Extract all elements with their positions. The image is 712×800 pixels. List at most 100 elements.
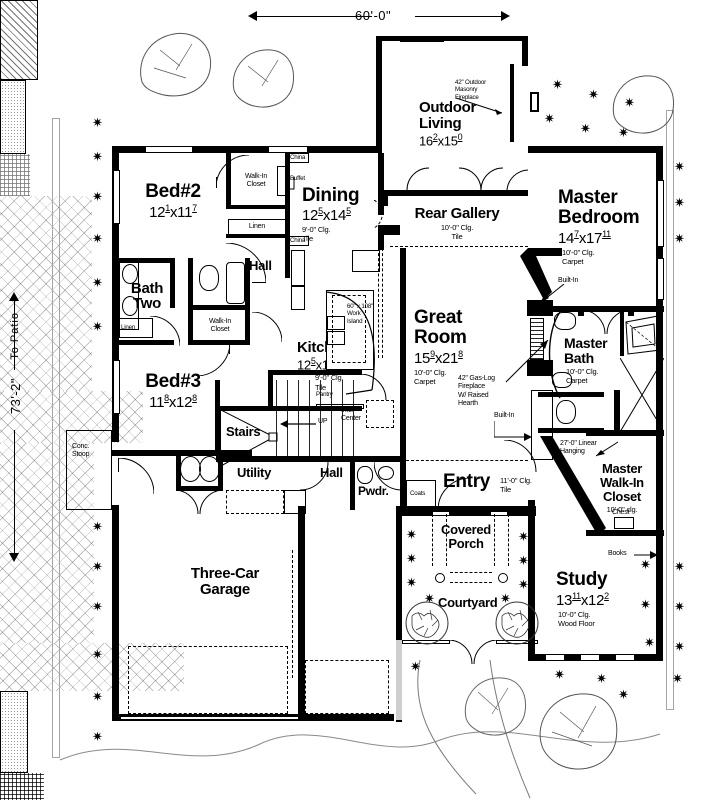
courtyard-gate [450, 640, 497, 665]
great-room-dim-a-sup: 9 [430, 349, 435, 359]
master-bedroom-sub: 10'-0" Clg. Carpet [562, 248, 639, 267]
porch-beam-h2 [450, 582, 492, 583]
bed2-dim: 121x117 [149, 203, 197, 221]
kitchen-ceiling: 9'-0" Clg. [315, 373, 344, 383]
kitchen-island-cooktop [327, 331, 345, 345]
master-bedroom-dim-a: 14 [558, 230, 575, 247]
great-room-fireplace [0, 691, 28, 773]
linen-closet-lower [119, 318, 153, 338]
great-fireplace-l3: W/ Raised [458, 391, 489, 399]
linen-upper-label: Linen [248, 223, 266, 230]
rear-gallery-door-sill-1 [408, 190, 434, 196]
shrub-icon: ✷ [544, 111, 555, 126]
room-master-bedroom: Master Bedroom 147x1711 10'-0" Clg. Carp… [558, 188, 640, 267]
bath-hall-door-swing [252, 312, 282, 342]
exterior-wall-west-upper [112, 146, 119, 442]
stairs-up-label: UP [318, 418, 328, 425]
great-room-fireplace-flue [530, 318, 544, 360]
window-south-study-1 [545, 654, 565, 661]
utility-counter [284, 490, 306, 514]
conc-stoop-label: Conc. Stoop [72, 443, 90, 460]
rear-gallery-beam-line [390, 246, 528, 247]
great-room-dim: 159x218 [414, 349, 463, 367]
shrub-icon: ✷ [92, 115, 103, 130]
garage-wall-south-2 [298, 714, 394, 721]
shrub-icon: ✷ [672, 671, 683, 686]
kitchen-upper-cabinet-1 [291, 250, 305, 286]
rear-gallery-sub: 10'-0" Clg. Tile [390, 223, 524, 242]
shrub-icon: ✷ [674, 195, 685, 210]
outdoor-fireplace-note-l3: Fireplace [455, 93, 479, 101]
covered-porch-name-l1: Covered [441, 522, 491, 537]
entry-beam-line [406, 460, 528, 461]
master-bath-shower-x [620, 358, 664, 432]
shrub-icon: ✷ [644, 635, 655, 650]
great-room-built-in-shelf [531, 390, 553, 460]
utility-label: Utility [237, 465, 272, 480]
bath-two-name-l2: Two [133, 295, 161, 312]
shrub-icon: ✷ [674, 159, 685, 174]
great-room-fireplace-note: 42" Gas-Log Fireplace W/ Raised Hearth [458, 375, 495, 409]
pantry-wall-top [268, 370, 362, 375]
bed2-dim-b-sup: 7 [192, 203, 197, 213]
shrub-icon: ✷ [518, 577, 529, 592]
great-room-wall-west [400, 248, 406, 460]
tree-icon [140, 32, 212, 97]
study-dim-a-sup: 11 [572, 591, 581, 601]
dining-china-wall [285, 153, 290, 278]
shrub-icon: ✷ [92, 599, 103, 614]
master-wc-wall-top [538, 392, 604, 397]
laundry-wall-top [178, 450, 222, 455]
pantry-wall-left [268, 370, 273, 410]
bed2-closet-wall-south [226, 205, 286, 209]
bed2-dim-a-sup: 1 [165, 203, 170, 213]
garage-bay-area-1 [128, 646, 288, 714]
garage-bay-divider [292, 550, 293, 678]
linear-hanging-leader [596, 441, 619, 457]
master-bedroom-wall-south [538, 306, 664, 312]
great-room-fireplace-wall-2 [527, 360, 553, 376]
room-great: Great Room 159x218 10'-0" Clg. Carpet [414, 308, 467, 387]
porch-wall-north [396, 506, 536, 512]
window-east-master-bath [657, 258, 664, 300]
site-boundary-left [52, 118, 60, 758]
bath-closet-l1: Walk-In [208, 318, 232, 325]
shrub-icon: ✷ [618, 125, 629, 140]
master-bath-floor-material: Carpet [566, 376, 588, 386]
great-room-name-l2: Room [414, 327, 467, 348]
shrub-icon: ✷ [674, 599, 685, 614]
linen-upper-wall [226, 234, 288, 238]
window-north-dining [268, 146, 308, 153]
bed3-dim: 118x128 [149, 393, 197, 411]
dining-name: Dining [302, 185, 360, 206]
kitchen-fridge [352, 250, 380, 272]
bath-two-name-l1: Bath [130, 280, 164, 297]
porch-beam-1 [432, 514, 433, 566]
shrub-icon: ✷ [92, 647, 103, 662]
bath-two-sink-1 [122, 264, 138, 284]
walkway [417, 660, 531, 799]
bed3-name: Bed#3 [145, 371, 201, 392]
outdoor-masonry-fireplace [0, 0, 38, 80]
china-cabinet-upper [289, 153, 309, 163]
outdoor-living-dim-b-sup: 0 [457, 132, 463, 142]
master-bath-shower-wall-bottom [586, 430, 664, 436]
bath-two-wall-east [170, 258, 175, 308]
courtyard-label: Courtyard [438, 595, 498, 610]
entry-front-door-swing [438, 478, 471, 511]
site-ground-contour [59, 731, 661, 761]
study-dim-b: 12 [588, 592, 605, 609]
master-wc-toilet [556, 400, 576, 424]
master-bedroom-dim-b-sup: 11 [602, 229, 611, 239]
outdoor-living-wall-top [376, 36, 528, 41]
overall-width-label: 60'-0" [355, 8, 392, 23]
master-bedroom-door-jamb-1 [578, 306, 584, 316]
study-floor-material: Wood Floor [558, 619, 595, 629]
to-patio-label: To Patio [9, 312, 21, 360]
stairs-up-arrow [280, 420, 316, 428]
master-bath-name-l2: Bath [564, 350, 594, 366]
porch-beam-4 [508, 514, 509, 566]
master-bath-shower [0, 773, 44, 800]
shrub-icon: ✷ [92, 231, 103, 246]
covered-porch-name-l2: Porch [448, 536, 484, 551]
